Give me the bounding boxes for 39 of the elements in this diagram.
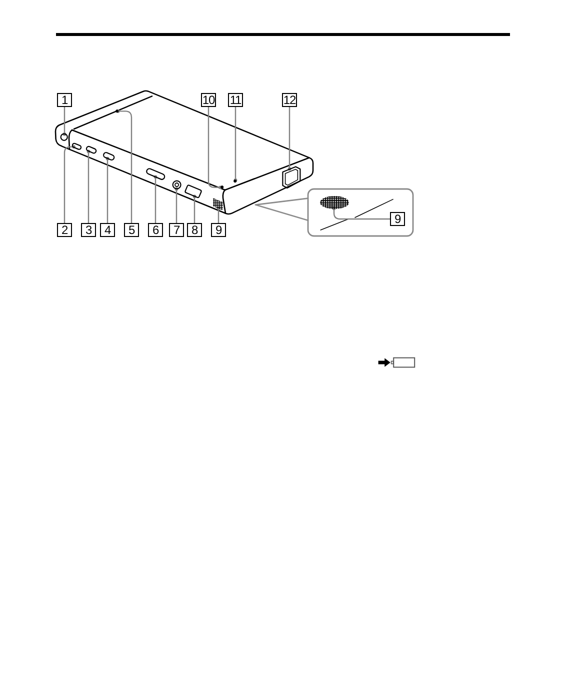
leader-line <box>192 194 196 224</box>
callout-number: 3 <box>81 223 96 237</box>
callout-number: 12 <box>282 93 297 107</box>
callout-number: 8 <box>187 223 202 237</box>
callout-number: 9 <box>211 223 226 237</box>
callout-number: 6 <box>148 223 163 237</box>
side-button <box>102 151 116 162</box>
card-slot <box>282 166 302 188</box>
callout-number: 10 <box>201 93 216 107</box>
leader-line <box>234 106 238 182</box>
callout-number: 9 <box>390 212 405 226</box>
leader-line <box>288 106 292 171</box>
callout-number: 5 <box>124 223 139 237</box>
callout-number: 4 <box>100 223 115 237</box>
leader-line <box>216 206 220 224</box>
strap-hole <box>60 133 69 142</box>
port-opening <box>145 166 166 181</box>
callout-number: 1 <box>57 93 72 107</box>
side-button <box>71 142 82 150</box>
leader-line <box>332 206 391 220</box>
pinhole <box>233 179 238 184</box>
leader-line <box>106 156 110 224</box>
leader-line <box>208 106 222 190</box>
callout-number: 7 <box>169 223 184 237</box>
leader-line <box>174 187 178 224</box>
callout-number: 2 <box>57 223 72 237</box>
port-opening <box>184 184 202 199</box>
headphone-jack <box>172 180 182 190</box>
leader-line <box>62 106 66 136</box>
pinhole <box>114 109 119 114</box>
leader-line <box>86 150 90 224</box>
leader-line <box>116 110 132 224</box>
leader-line <box>154 175 158 224</box>
speaker-grille <box>212 198 223 210</box>
callout-number: 11 <box>228 93 243 107</box>
leader-line <box>64 145 76 224</box>
speaker-grille <box>320 196 348 208</box>
pinhole <box>220 185 224 190</box>
side-button <box>85 145 98 155</box>
